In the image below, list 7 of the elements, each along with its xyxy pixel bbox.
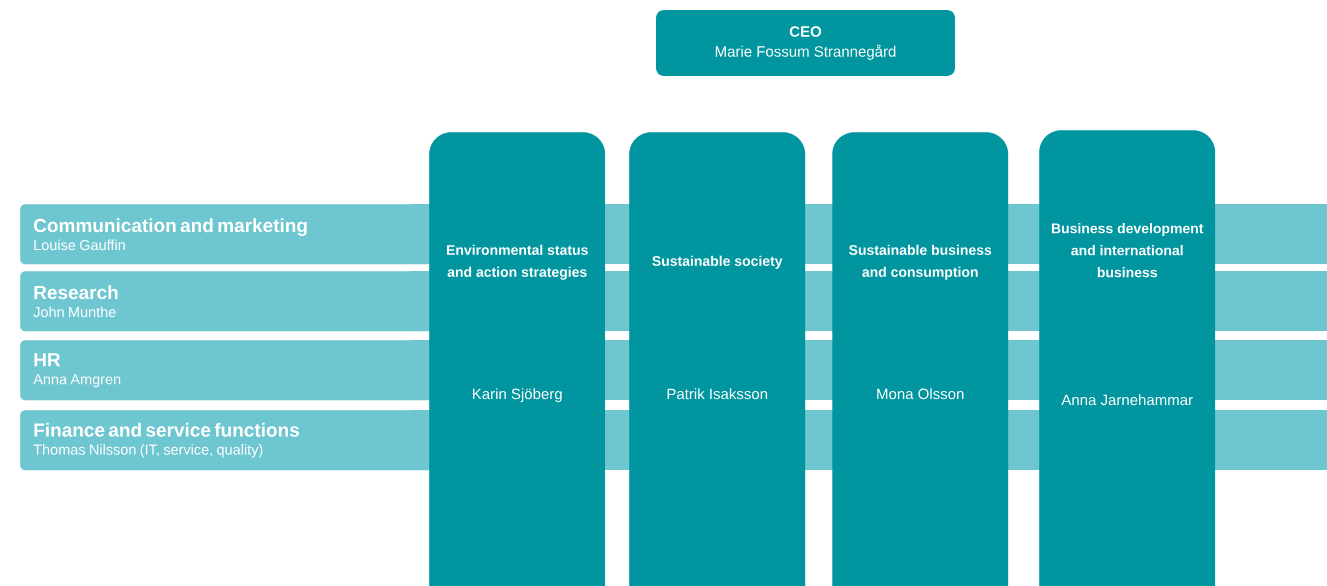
division-column: Environmental status and action strategies Karin Sjöberg bbox=[429, 132, 606, 586]
division-column: Business development and international business Anna Jarnehammar bbox=[1039, 130, 1216, 586]
department-band: HR Anna Amgren bbox=[20, 340, 451, 401]
department-band: Finance and service functions Thomas Nilsson (IT, service, quality) bbox=[20, 410, 451, 471]
division-column: Sustainable society Patrik Isaksson bbox=[629, 132, 806, 586]
ceo-box: CEO Marie Fossum Strannegård bbox=[656, 10, 955, 76]
division-column: Sustainable business and consumption Mona Olsson bbox=[832, 132, 1009, 586]
